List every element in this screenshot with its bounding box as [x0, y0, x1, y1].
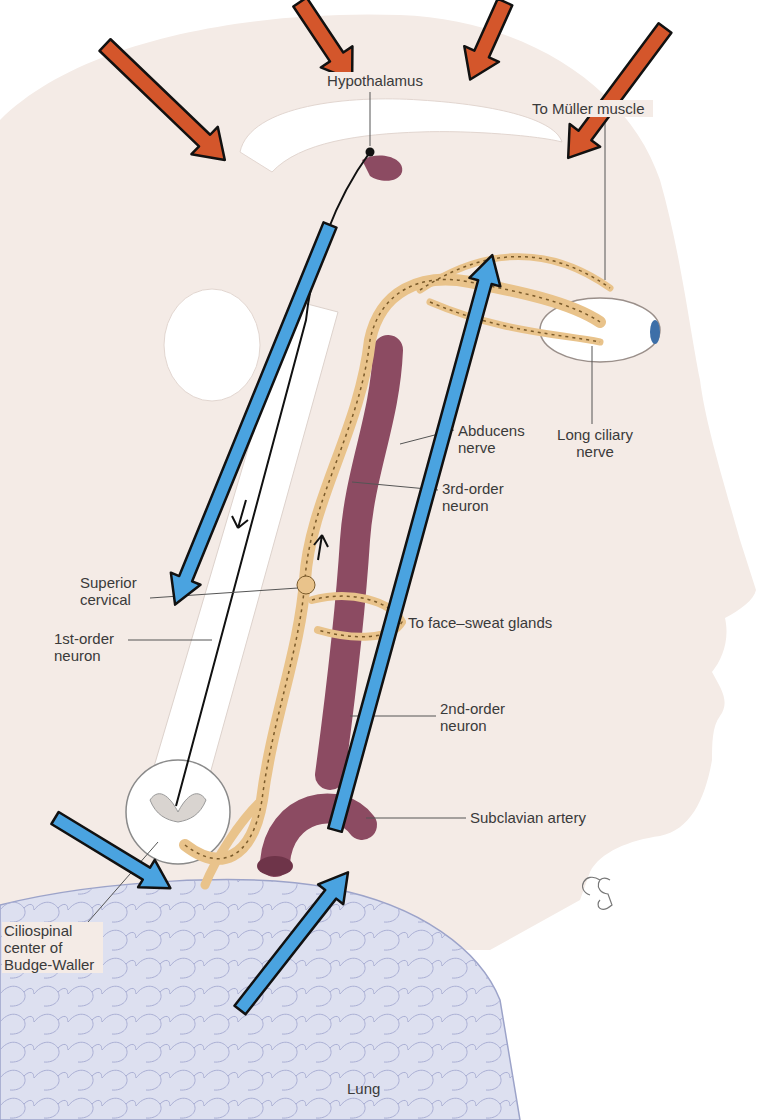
part-label: 3rd-order neuron: [440, 480, 512, 514]
corpus-callosum: [240, 99, 562, 172]
part-label: 1st-order neuron: [52, 630, 123, 664]
orange-arrow: [92, 0, 680, 174]
spinal-cross-section: [126, 760, 230, 864]
part-label: 2nd-order neuron: [438, 700, 514, 734]
part-label: Abducens nerve: [456, 422, 533, 456]
part-label: Hypothalamus: [322, 72, 428, 89]
cerebellum: [164, 289, 260, 401]
subclavian-artery: [275, 808, 362, 862]
part-label: Subclavian artery: [468, 809, 594, 826]
part-label: Long ciliary nerve: [552, 426, 638, 460]
part-label: Ciliospinal center of Budge-Waller: [2, 922, 103, 973]
superior-cervical-ganglion: [297, 576, 315, 594]
leader-lines: [74, 92, 605, 938]
part-label: Lung: [345, 1080, 389, 1097]
part-label: To face–sweat glands: [406, 614, 561, 631]
head-silhouette: [0, 14, 756, 950]
part-label: To Müller muscle: [530, 100, 653, 117]
lung: [0, 880, 520, 1120]
part-label: Superior cervical: [78, 574, 145, 608]
pituitary: [362, 156, 402, 181]
signature: [583, 877, 612, 909]
first-order-neuron: [176, 152, 370, 806]
